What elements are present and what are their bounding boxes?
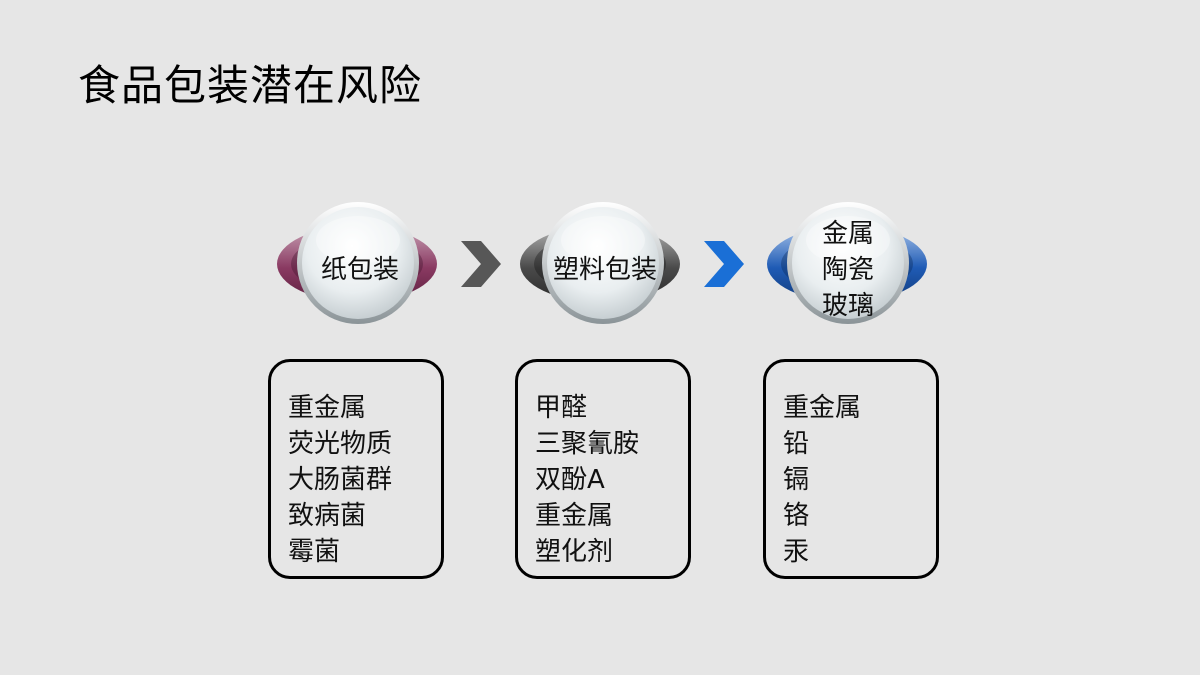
glass-label-line: 玻璃 bbox=[821, 291, 874, 321]
list-item: 塑化剂 bbox=[535, 537, 614, 567]
risk-list-metal-ceramic-glass: 重金属 铅 镉 铬 汞 bbox=[763, 359, 939, 579]
list-item: 双酚A bbox=[535, 465, 605, 495]
category-node-plastic: 塑料包装 bbox=[518, 200, 688, 330]
metal-node-graphic bbox=[767, 202, 927, 324]
paper-label-line: 纸包装 bbox=[320, 255, 399, 285]
category-node-paper: 纸包装 bbox=[275, 200, 445, 330]
plastic-label-line: 塑料包装 bbox=[552, 255, 657, 285]
slide-title: 食品包装潜在风险 bbox=[78, 61, 423, 110]
metal-label-line: 金属 bbox=[821, 219, 874, 249]
paper-label: 纸包装 bbox=[303, 252, 417, 288]
list-item: 铬 bbox=[783, 501, 810, 531]
list-item: 重金属 bbox=[783, 393, 862, 423]
risk-list-plastic: 甲醛 三聚氰胺 双酚A 重金属 塑化剂 bbox=[515, 359, 691, 579]
list-item: 大肠菌群 bbox=[288, 465, 393, 495]
list-item: 镉 bbox=[783, 465, 810, 495]
paper-node-graphic bbox=[277, 202, 437, 324]
risk-list-paper: 重金属 荧光物质 大肠菌群 致病菌 霉菌 bbox=[268, 359, 444, 579]
metal-label: 金属 陶瓷 玻璃 bbox=[791, 216, 905, 324]
plastic-node-graphic bbox=[520, 202, 680, 324]
chevron-right-icon bbox=[461, 241, 501, 287]
plastic-label: 塑料包装 bbox=[544, 252, 666, 288]
chevron-right-icon bbox=[704, 241, 744, 287]
category-node-metal-ceramic-glass: 金属 陶瓷 玻璃 bbox=[763, 200, 933, 330]
list-item: 汞 bbox=[783, 537, 810, 567]
list-item: 致病菌 bbox=[288, 501, 367, 531]
list-item: 三聚氰胺 bbox=[535, 429, 640, 459]
list-item: 荧光物质 bbox=[288, 429, 393, 459]
list-item: 铅 bbox=[783, 429, 810, 459]
list-item: 甲醛 bbox=[535, 393, 588, 423]
list-item: 重金属 bbox=[535, 501, 614, 531]
list-item: 重金属 bbox=[288, 393, 367, 423]
list-item: 霉菌 bbox=[288, 537, 341, 567]
ceramic-label-line: 陶瓷 bbox=[821, 255, 874, 285]
